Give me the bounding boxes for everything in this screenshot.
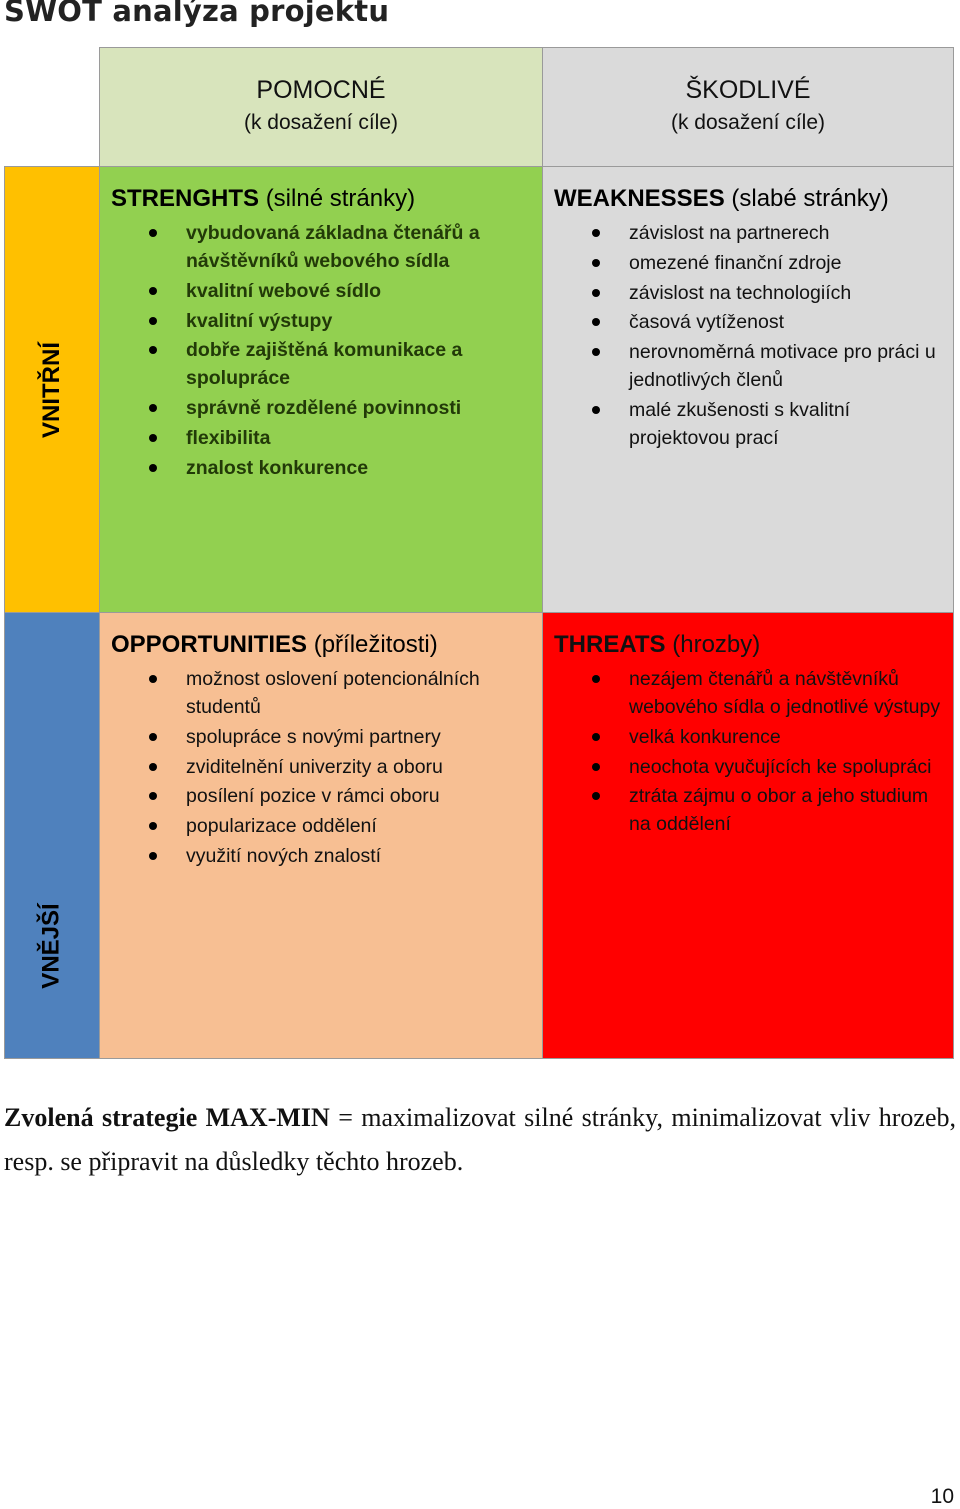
list-item: spolupráce s novými partnery bbox=[111, 723, 534, 751]
strengths-title: STRENGHTS (silné stránky) bbox=[111, 181, 534, 217]
strategy-paragraph: Zvolená strategie MAX-MIN = maximalizova… bbox=[4, 1096, 956, 1184]
strategy-text: = maximalizovat silné stránky, minimaliz… bbox=[4, 1103, 957, 1176]
threats-list: nezájem čtenářů a návštěvníků webového s… bbox=[554, 665, 945, 838]
threats-subheading: (hrozby) bbox=[672, 631, 761, 658]
opportunities-subheading: (příležitosti) bbox=[313, 631, 438, 658]
list-item: popularizace oddělení bbox=[111, 812, 534, 840]
list-item: ztráta zájmu o obor a jeho studium na od… bbox=[554, 782, 945, 838]
list-item: kvalitní výstupy bbox=[111, 307, 534, 335]
weaknesses-title: WEAKNESSES (slabé stránky) bbox=[554, 181, 945, 217]
strengths-list: vybudovaná základna čtenářů a návštěvník… bbox=[111, 219, 534, 482]
threats-quadrant: THREATS (hrozby) nezájem čtenářů a návšt… bbox=[542, 612, 954, 1059]
list-item: nerovnoměrná motivace pro práci u jednot… bbox=[554, 338, 945, 394]
list-item: velká konkurence bbox=[554, 723, 945, 751]
page-number: 10 bbox=[930, 1485, 954, 1508]
list-item: znalost konkurence bbox=[111, 454, 534, 482]
internal-label-text: VNITŘNÍ bbox=[38, 341, 65, 438]
list-item: správně rozdělené povinnosti bbox=[111, 394, 534, 422]
list-item: malé zkušenosti s kvalitní projektovou p… bbox=[554, 396, 945, 452]
harmful-label: ŠKODLIVÉ bbox=[685, 76, 811, 104]
opportunities-list: možnost oslovení potencionálních student… bbox=[111, 665, 534, 870]
strengths-heading: STRENGHTS bbox=[111, 185, 260, 212]
threats-title: THREATS (hrozby) bbox=[554, 627, 945, 663]
list-item: kvalitní webové sídlo bbox=[111, 277, 534, 305]
list-item: posílení pozice v rámci oboru bbox=[111, 782, 534, 810]
list-item: omezené finanční zdroje bbox=[554, 249, 945, 277]
weaknesses-quadrant: WEAKNESSES (slabé stránky) závislost na … bbox=[542, 166, 954, 613]
harmful-sublabel: (k dosažení cíle) bbox=[670, 111, 826, 134]
list-item: závislost na partnerech bbox=[554, 219, 945, 247]
weaknesses-list: závislost na partnerech omezené finanční… bbox=[554, 219, 945, 452]
list-item: časová vytíženost bbox=[554, 308, 945, 336]
list-item: využití nových znalostí bbox=[111, 842, 534, 870]
opportunities-title: OPPORTUNITIES (příležitosti) bbox=[111, 627, 534, 663]
list-item: vybudovaná základna čtenářů a návštěvník… bbox=[111, 219, 534, 275]
list-item: závislost na technologiích bbox=[554, 279, 945, 307]
list-item: dobře zajištěná komunikace a spolupráce bbox=[111, 336, 534, 392]
external-label-text: VNĚJŠÍ bbox=[38, 902, 65, 989]
helpful-column-header: POMOCNÉ (k dosažení cíle) bbox=[99, 47, 543, 167]
external-row-label: VNĚJŠÍ bbox=[4, 612, 100, 1059]
harmful-column-header: ŠKODLIVÉ (k dosažení cíle) bbox=[542, 47, 954, 167]
weaknesses-heading: WEAKNESSES bbox=[554, 185, 725, 212]
strategy-label: Zvolená strategie MAX-MIN bbox=[4, 1103, 330, 1132]
list-item: zviditelnění univerzity a oboru bbox=[111, 753, 534, 781]
list-item: nezájem čtenářů a návštěvníků webového s… bbox=[554, 665, 945, 721]
threats-heading: THREATS bbox=[554, 631, 666, 658]
strengths-subheading: (silné stránky) bbox=[265, 185, 416, 212]
opportunities-heading: OPPORTUNITIES bbox=[111, 631, 308, 658]
list-item: možnost oslovení potencionálních student… bbox=[111, 665, 534, 721]
strengths-quadrant: STRENGHTS (silné stránky) vybudovaná zák… bbox=[99, 166, 543, 613]
helpful-label: POMOCNÉ bbox=[256, 76, 386, 104]
weaknesses-subheading: (slabé stránky) bbox=[731, 185, 889, 212]
page-title: SWOT analýza projektu bbox=[4, 0, 390, 28]
helpful-sublabel: (k dosažení cíle) bbox=[243, 111, 399, 134]
list-item: flexibilita bbox=[111, 424, 534, 452]
list-item: neochota vyučujících ke spolupráci bbox=[554, 753, 945, 781]
internal-row-label: VNITŘNÍ bbox=[4, 166, 100, 613]
opportunities-quadrant: OPPORTUNITIES (příležitosti) možnost osl… bbox=[99, 612, 543, 1059]
